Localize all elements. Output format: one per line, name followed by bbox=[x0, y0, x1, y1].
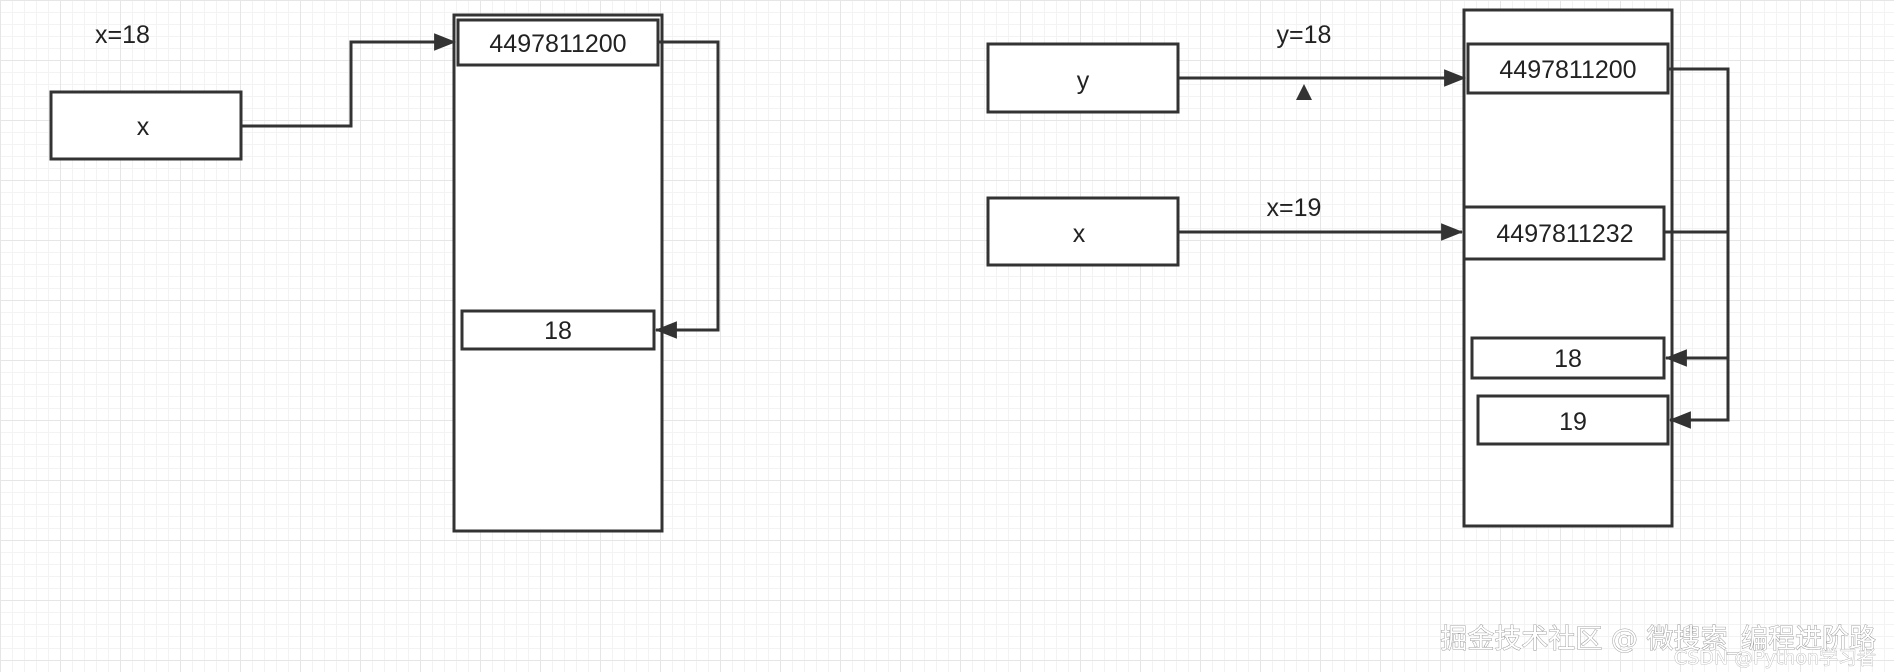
right-address-cell-2 bbox=[1462, 205, 1666, 261]
juejin-watermark: 掘金技术社区 @ 微搜索_编程进阶路 bbox=[1440, 624, 1876, 655]
left-arrow-x-to-address bbox=[241, 33, 457, 128]
right-value-label-18: 18 bbox=[1554, 345, 1582, 373]
right-value-label-19: 19 bbox=[1559, 408, 1587, 436]
right-address-label-1: 4497811200 bbox=[1499, 56, 1636, 84]
left-address-label: 4497811200 bbox=[489, 30, 626, 58]
right-address-cell-1 bbox=[1466, 42, 1670, 95]
left-variable-x-box bbox=[49, 90, 243, 161]
right-value-cell-19 bbox=[1476, 394, 1670, 446]
right-assignment-x-label: x=19 bbox=[1267, 194, 1322, 222]
left-assignment-label: x=18 bbox=[95, 21, 150, 49]
right-arrow-address-1-to-value-18 bbox=[1664, 67, 1730, 367]
left-address-cell bbox=[456, 18, 660, 67]
left-memory-column bbox=[452, 13, 664, 533]
right-variable-y-label: y bbox=[1077, 67, 1090, 95]
left-arrow-address-to-value bbox=[654, 40, 720, 339]
left-diagram: x=18 x 4497811200 18 bbox=[49, 13, 720, 533]
right-address-label-2: 4497811232 bbox=[1496, 220, 1633, 248]
right-assignment-y-label: y=18 bbox=[1277, 21, 1332, 49]
right-arrow-small-up bbox=[1296, 84, 1312, 100]
right-variable-x-box bbox=[986, 196, 1180, 267]
left-value-cell bbox=[460, 309, 656, 351]
csdn-watermark: CSDN @Python学习者 bbox=[1674, 647, 1876, 669]
left-value-label: 18 bbox=[544, 317, 572, 345]
right-arrow-address-2-to-value-19 bbox=[1664, 230, 1730, 429]
right-variable-x-label: x bbox=[1073, 220, 1086, 248]
right-diagram: y=18 x=19 y x 4497811200 4497811232 18 1… bbox=[986, 8, 1730, 528]
right-value-cell-18 bbox=[1470, 336, 1666, 380]
left-variable-x-label: x bbox=[137, 113, 150, 141]
